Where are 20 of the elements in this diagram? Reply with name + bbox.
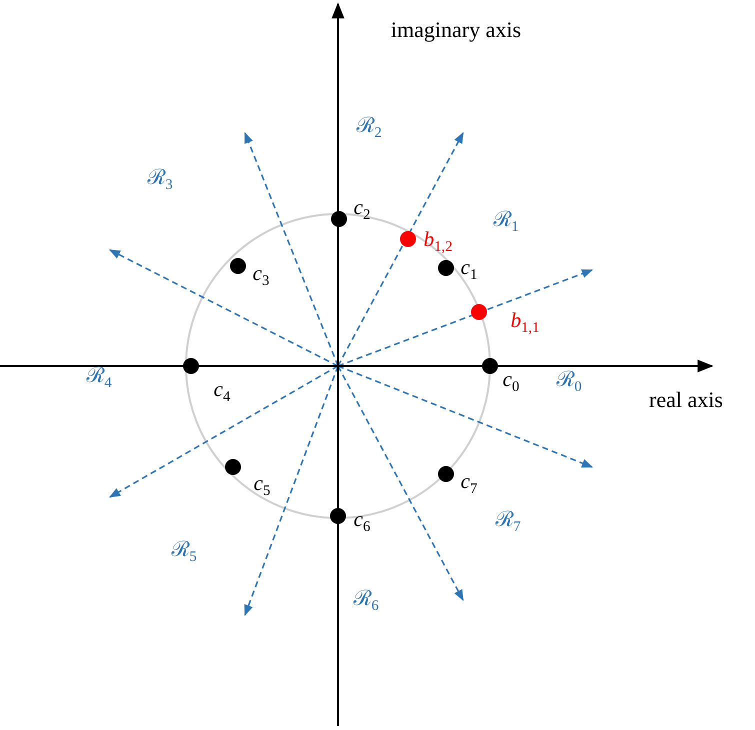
point-label: c$_{7}$ [460,471,478,497]
point-label: b$_{1,1}$ [510,310,540,336]
point-label: c$_{5}$ [254,473,270,499]
region-label: ℛ$_{4}$ [86,365,112,391]
axis-label: imaginary axis [390,19,522,41]
point-label: c$_{1}$ [460,257,478,283]
point-label: c$_{6}$ [354,509,370,535]
point-label: c$_{3}$ [252,263,270,289]
region-label: ℛ$_{7}$ [495,509,521,535]
region-label: ℛ$_{2}$ [356,115,382,141]
region-label: ℛ$_{1}$ [493,209,519,235]
axis-label: real axis [649,389,723,411]
point-label: b$_{1,2}$ [424,229,452,255]
point-label: c$_{0}$ [502,369,520,395]
point-label: c$_{4}$ [214,379,230,405]
region-label: ℛ$_{6}$ [353,588,379,614]
point-label: c$_{2}$ [354,197,370,223]
region-label: ℛ$_{3}$ [147,167,173,193]
region-label: ℛ$_{0}$ [556,369,582,395]
region-label: ℛ$_{5}$ [171,539,197,565]
